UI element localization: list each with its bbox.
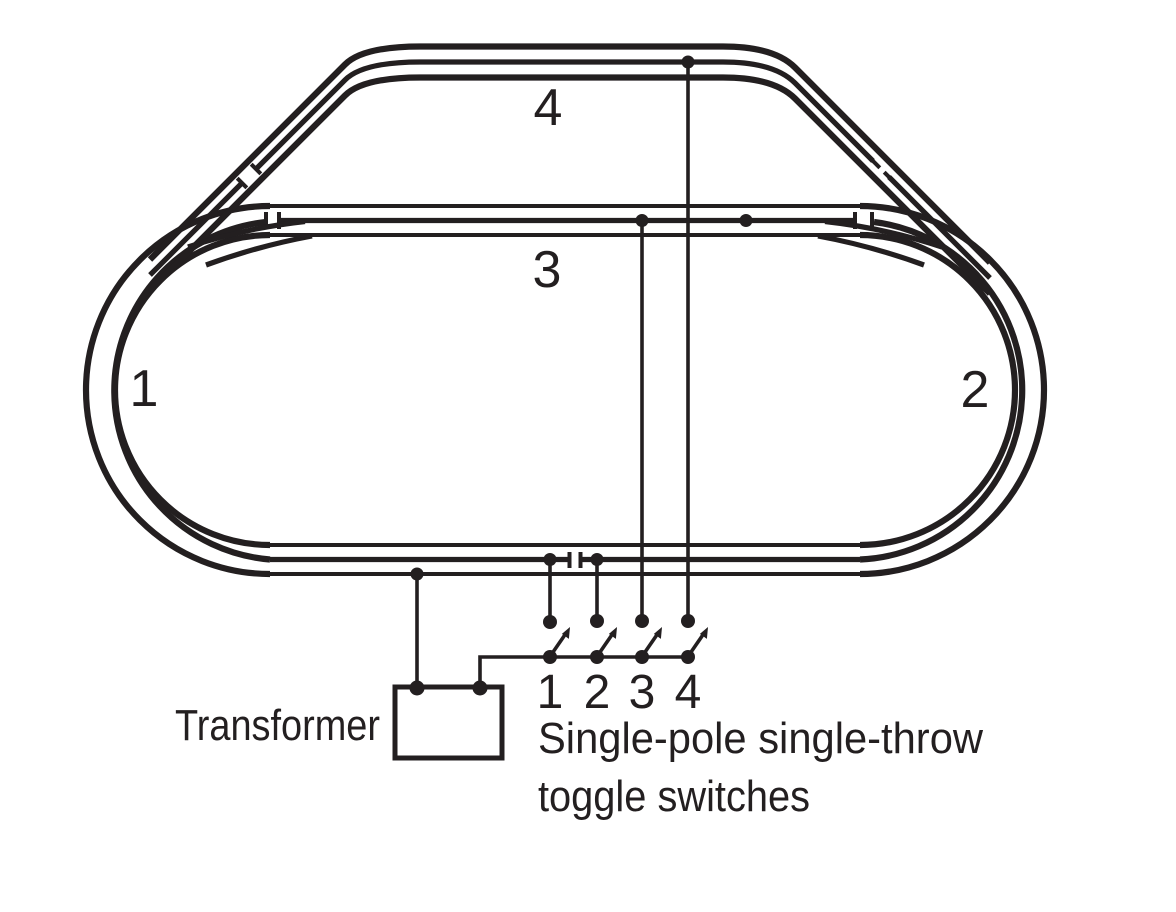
transformer-box	[392, 684, 505, 761]
common-feeder-dot	[410, 567, 424, 581]
switch-3-top-contact	[635, 614, 649, 628]
transformer-right-terminal	[472, 680, 488, 696]
toggle-switch-1	[543, 615, 570, 664]
bypass-inner-rail	[147, 74, 993, 296]
oval-inner-rail	[113, 233, 1017, 547]
right-turnout-connector	[824, 218, 943, 250]
track-label-block-1: 1	[130, 360, 159, 418]
switch-label-2: 2	[584, 666, 611, 719]
track-label-block-3: 3	[533, 241, 562, 299]
switch-1-top-contact	[543, 615, 557, 629]
switch-2-lever-arrowhead	[608, 627, 617, 639]
block-3-feeder-dot	[635, 214, 649, 227]
switch-2-top-contact	[590, 614, 604, 628]
track-label-block-2: 2	[961, 361, 990, 419]
switch-3-lever-arrowhead	[653, 627, 662, 639]
transformer-label: Transformer	[175, 701, 380, 750]
bypass-center-rail-left-stub	[148, 181, 244, 277]
switch-4-lever	[687, 632, 705, 657]
switch-1-lever-arrowhead	[561, 627, 570, 639]
switch-3-lever	[641, 632, 659, 657]
block-3-second-dot	[739, 214, 753, 227]
transformer-left-terminal	[409, 680, 425, 696]
left-turnout-connector	[205, 233, 313, 268]
toggle-switch-2	[590, 614, 617, 664]
oval-outer-rail	[84, 204, 1046, 576]
toggle-switch-3	[635, 614, 662, 664]
switch-4-lever-arrowhead	[699, 627, 708, 639]
oval-outer-rail-right-curve	[859, 202, 1048, 578]
insulated-gap-tick	[249, 162, 263, 176]
right-turnout-connector	[817, 233, 925, 268]
switch-label-4: 4	[675, 666, 702, 719]
switch-label-1: 1	[537, 666, 564, 719]
switch-1-lever	[549, 632, 567, 657]
insulated-gap-tick	[882, 170, 896, 184]
insulated-gap-tick	[868, 156, 882, 170]
switch-label-3: 3	[629, 666, 656, 719]
switch-caption-line-2: toggle switches	[538, 772, 810, 821]
block-1-feeder-dot	[543, 553, 557, 566]
track-label-block-4: 4	[534, 79, 563, 137]
switch-caption-line-1: Single-pole single-throw	[538, 714, 983, 763]
oval-inner-rail-right-curve	[859, 231, 1019, 549]
switch-4-top-contact	[681, 614, 695, 628]
bypass-outer-rail	[147, 43, 993, 265]
insulated-gap-tick	[235, 176, 249, 190]
block-2-feeder-dot	[590, 553, 604, 566]
toggle-switch-4	[681, 614, 708, 664]
bypass-center-rail-right-stub	[887, 175, 992, 280]
switch-2-lever	[596, 632, 614, 657]
hot-bus-wire	[478, 655, 688, 688]
left-turnout-connector	[187, 218, 306, 250]
block-4-center-rail	[254, 59, 875, 171]
block-4-feeder-dot	[681, 55, 695, 69]
